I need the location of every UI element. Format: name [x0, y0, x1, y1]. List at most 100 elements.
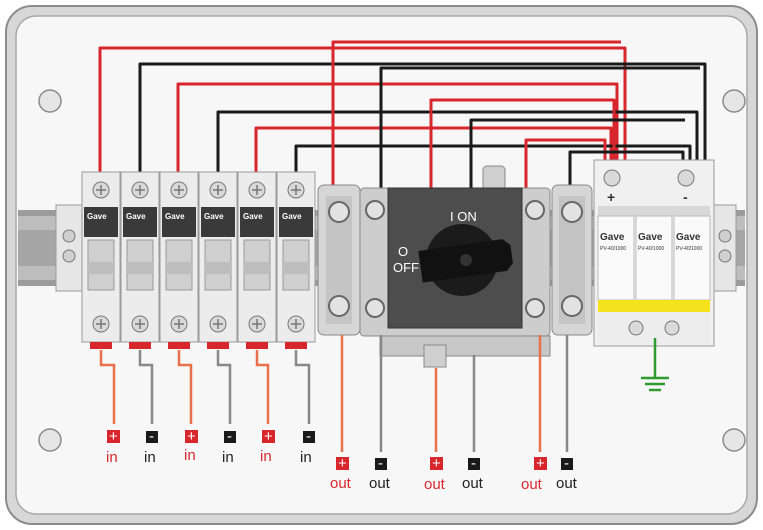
input-polarity-symbol: -: [149, 428, 154, 445]
negative-terminal-icon: [146, 431, 158, 443]
output-label: out: [462, 475, 484, 492]
input-label: in: [144, 449, 156, 466]
screw-icon: [365, 200, 385, 220]
fuse-holders: Gave Gave Gave: [81, 171, 316, 349]
wires: [98, 40, 707, 190]
output-leads: [340, 335, 569, 452]
input-leads: [99, 350, 311, 424]
left-end-stop: [55, 204, 83, 292]
wire-out-neg-1: [379, 66, 700, 190]
screw-icon: [677, 169, 695, 187]
output-polarity-symbol: +: [432, 455, 441, 472]
output-polarity-symbol: +: [338, 455, 347, 472]
fuse-brand-label: Gave: [282, 212, 302, 221]
screw-icon: [365, 298, 385, 318]
screw-icon: [328, 201, 350, 223]
negative-terminal-icon: [224, 431, 236, 443]
fuse-brand-label: Gave: [87, 212, 107, 221]
screw-icon: [561, 201, 583, 223]
surge-protection-device: + - Gave Gave Gave PV-40/1000 PV-40/1000…: [593, 159, 715, 347]
fuse-brand-label: Gave: [243, 212, 263, 221]
output-label: out: [424, 476, 446, 493]
input-label: in: [300, 449, 312, 466]
wire-out-neg-2: [469, 118, 685, 190]
positive-terminal-icon: [336, 457, 349, 470]
screw-icon: [718, 249, 732, 263]
wire-out-pos-2: [429, 98, 616, 190]
wire-out-neg-3: [568, 150, 685, 190]
fuse-brand-label: Gave: [126, 212, 146, 221]
positive-terminal-icon: [430, 457, 443, 470]
output-polarity-symbol: -: [471, 455, 476, 472]
spd-model-label: PV-40/1000: [676, 246, 702, 252]
input-label: in: [184, 447, 196, 464]
isolator-terminal-left: [317, 184, 361, 336]
output-label: out: [521, 476, 543, 493]
switch-off-o-label: O: [398, 244, 408, 259]
input-polarity-symbol: +: [264, 428, 273, 445]
isolator-terminal-right: [551, 184, 593, 336]
spd-plus-label: +: [607, 189, 615, 205]
ground-symbol-icon: [641, 338, 669, 392]
switch-on-label: I ON: [450, 209, 477, 224]
mounting-hole-icon: [38, 428, 62, 452]
input-label: in: [106, 449, 118, 466]
fuse-holder: Gave: [198, 171, 238, 349]
spd-brand-label: Gave: [638, 232, 663, 243]
screw-icon: [718, 229, 732, 243]
output-label: out: [369, 475, 391, 492]
spd-model-label: PV-40/1000: [638, 246, 664, 252]
negative-terminal-icon: [561, 458, 573, 470]
negative-terminal-icon: [375, 458, 387, 470]
input-terminals: + in - in + in - in + in - in: [106, 428, 315, 466]
spd-brand-label: Gave: [600, 232, 625, 243]
output-terminals: + out - out + out - out + out - out: [330, 455, 578, 493]
switch-off-label: OFF: [393, 260, 419, 275]
spd-model-label: PV-40/1000: [600, 246, 626, 252]
screw-icon: [664, 320, 680, 336]
fuse-holder: Gave: [120, 171, 160, 349]
mounting-hole-icon: [722, 89, 746, 113]
input-label: in: [260, 448, 272, 465]
fuse-holder: Gave: [276, 171, 316, 349]
positive-terminal-icon: [107, 430, 120, 443]
output-polarity-symbol: -: [378, 455, 383, 472]
input-polarity-symbol: +: [187, 428, 196, 445]
fuse-holder: Gave: [81, 171, 121, 349]
output-label: out: [330, 475, 352, 492]
wire-pos-1: [98, 46, 627, 182]
input-polarity-symbol: -: [227, 428, 232, 445]
screw-icon: [62, 229, 76, 243]
wire-pos-2: [176, 82, 619, 182]
screw-icon: [561, 295, 583, 317]
wire-neg-3: [294, 144, 692, 182]
spd-yellow-stripe: [598, 300, 710, 312]
screw-icon: [603, 169, 621, 187]
output-polarity-symbol: +: [536, 455, 545, 472]
wire-neg-1: [138, 62, 707, 182]
fuse-holder: Gave: [237, 171, 277, 349]
wire-out-pos-1: [331, 40, 621, 190]
screw-icon: [525, 298, 545, 318]
positive-terminal-icon: [185, 430, 198, 443]
mounting-holes: [38, 89, 746, 452]
screw-icon: [328, 295, 350, 317]
screw-icon: [525, 200, 545, 220]
output-label: out: [556, 475, 578, 492]
wire-neg-2: [216, 110, 699, 182]
input-polarity-symbol: +: [109, 428, 118, 445]
spd-minus-label: -: [683, 189, 688, 205]
fuse-holder: Gave: [159, 171, 199, 349]
right-end-stop: [713, 204, 737, 292]
positive-terminal-icon: [262, 430, 275, 443]
screw-icon: [628, 320, 644, 336]
output-polarity-symbol: -: [564, 455, 569, 472]
input-label: in: [222, 449, 234, 466]
spd-brand-label: Gave: [676, 232, 701, 243]
input-polarity-symbol: -: [306, 428, 311, 445]
fuse-brand-label: Gave: [165, 212, 185, 221]
negative-terminal-icon: [303, 431, 315, 443]
mounting-hole-icon: [38, 89, 62, 113]
negative-terminal-icon: [468, 458, 480, 470]
